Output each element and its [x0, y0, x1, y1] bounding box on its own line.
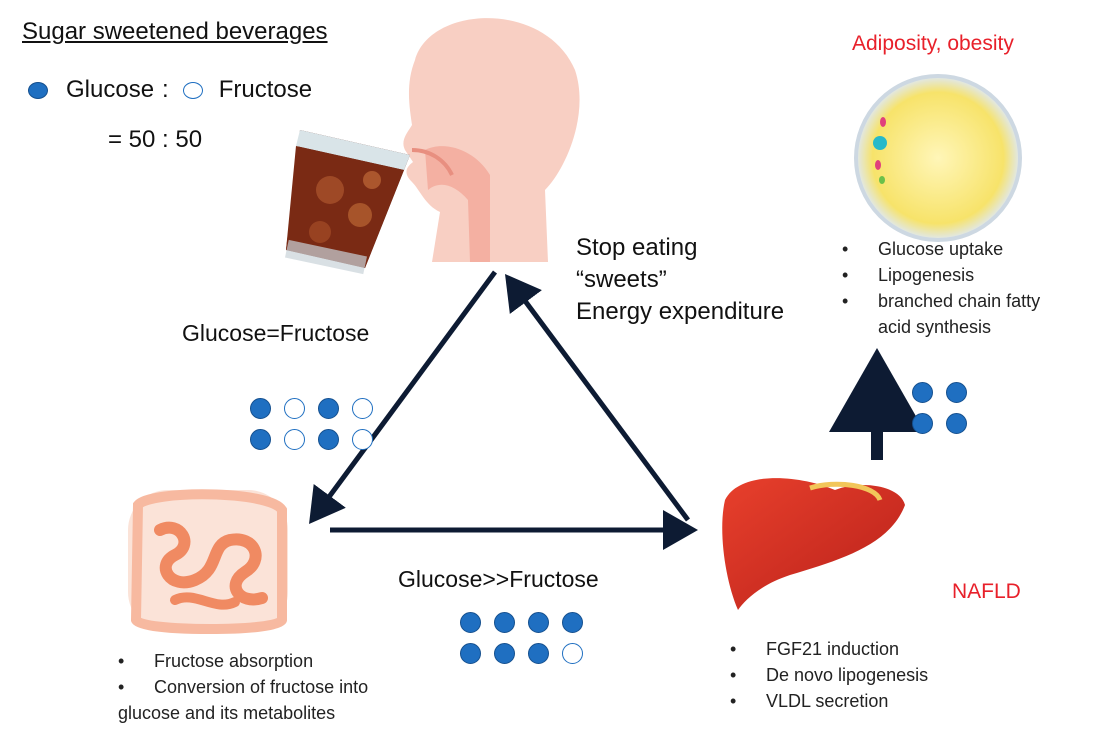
liver-effect-item: FGF21 induction — [766, 639, 900, 659]
glucose-dot-icon — [494, 612, 515, 633]
glucose-dot-icon — [528, 612, 549, 633]
fructose-dot-icon — [284, 398, 305, 419]
nafld-label: NAFLD — [952, 580, 1021, 603]
glucose-dot-icon — [460, 612, 481, 633]
fructose-dot-icon — [352, 429, 373, 450]
bottom-edge-label: Glucose>>Fructose — [398, 566, 599, 592]
glucose-dot-icon — [528, 643, 549, 664]
glucose-dot-icon — [912, 382, 933, 403]
feedback-label-line: Energy expenditure — [576, 298, 785, 325]
liver-to-fat-dots — [912, 382, 968, 434]
intestine-icon — [128, 489, 288, 634]
feedback-label-line: Stop eating — [576, 234, 698, 261]
ratio-separator: : — [162, 76, 169, 103]
adipose-effects-list: •Glucose uptake •Lipogenesis •branched c… — [842, 236, 1078, 340]
glucose-dot-icon — [250, 398, 271, 419]
cola-glass-icon — [285, 130, 410, 275]
feedback-label: Stop eating “sweets” Energy expenditure — [576, 232, 784, 328]
liver-effects-list: •FGF21 induction •De novo lipogenesis •V… — [730, 636, 928, 714]
adipocyte-icon — [854, 74, 1022, 242]
glucose-dot-icon — [946, 413, 967, 434]
glucose-dot-icon — [460, 643, 481, 664]
glucose-dot-icon — [28, 81, 48, 99]
left-edge-label: Glucose=Fructose — [182, 320, 370, 346]
fructose-dot-icon — [284, 429, 305, 450]
glucose-dot-icon — [250, 429, 271, 450]
glucose-dot-icon — [946, 382, 967, 403]
liver-effect-item: VLDL secretion — [766, 691, 889, 711]
glucose-dot-icon — [562, 612, 583, 633]
liver-to-brain-arrow — [505, 273, 691, 522]
left-sugar-dots — [250, 398, 374, 450]
fructose-dot-icon — [562, 643, 583, 664]
mouth-to-intestine-arrow — [309, 270, 498, 525]
fructose-dot-icon — [352, 398, 373, 419]
glucose-dot-icon — [494, 643, 515, 664]
intestine-effect-item: glucose and its metabolites — [118, 703, 336, 723]
glucose-dot-icon — [912, 413, 933, 434]
ratio-equation: = 50 : 50 — [108, 126, 203, 153]
fructose-label: Fructose — [218, 76, 313, 103]
bottom-sugar-dots — [460, 612, 584, 664]
glucose-label: Glucose — [66, 76, 155, 103]
diagram-title: Sugar sweetened beverages — [22, 18, 328, 45]
head-icon — [403, 18, 580, 262]
glucose-dot-icon — [318, 398, 339, 419]
adipose-effect-item: branched chain fatty acid synthesis — [878, 291, 1041, 337]
sugar-ratio-legend: Glucose : Fructose — [28, 76, 312, 104]
intestine-effects-list: •Fructose absorption •Conversion of fruc… — [118, 648, 368, 726]
fructose-dot-icon — [182, 81, 203, 99]
liver-effect-item: De novo lipogenesis — [766, 665, 929, 685]
liver-icon — [722, 478, 905, 610]
intestine-effect-item: Fructose absorption — [154, 651, 314, 671]
adiposity-obesity-label: Adiposity, obesity — [852, 32, 1014, 55]
intestine-effect-item: Conversion of fructose into — [154, 677, 369, 697]
adipose-effect-item: Glucose uptake — [878, 239, 1004, 259]
feedback-label-line: “sweets” — [576, 266, 667, 293]
adipose-effect-item: Lipogenesis — [878, 265, 975, 285]
glucose-dot-icon — [318, 429, 339, 450]
